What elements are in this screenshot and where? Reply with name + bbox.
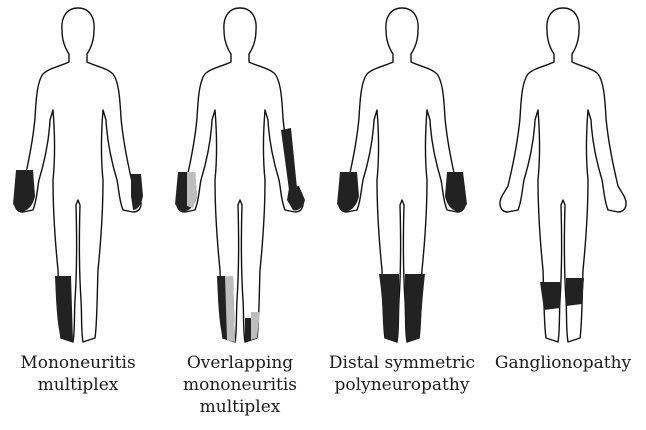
left-leg-affected bbox=[540, 282, 560, 310]
caption-3: Distal symmetric polyneuropathy bbox=[317, 352, 487, 396]
body-silhouette bbox=[15, 8, 141, 342]
left-leg-affected bbox=[379, 274, 399, 342]
body-figure-1 bbox=[3, 0, 153, 350]
right-leg-affected bbox=[405, 274, 425, 342]
caption-line: Ganglionopathy bbox=[478, 352, 646, 374]
caption-line: Overlapping bbox=[155, 352, 325, 374]
caption-line: Mononeuritis bbox=[0, 352, 163, 374]
body-figure-3 bbox=[327, 0, 477, 350]
body-silhouette bbox=[177, 8, 303, 342]
left-leg-affected bbox=[55, 276, 73, 342]
figure-overlapping-mononeuritis-multiplex: Overlapping mononeuritis multiplex bbox=[165, 0, 315, 430]
figure-ganglionopathy: Ganglionopathy bbox=[488, 0, 638, 430]
caption-line: polyneuropathy bbox=[317, 374, 487, 396]
body-silhouette bbox=[339, 8, 465, 342]
caption-1: Mononeuritis multiplex bbox=[0, 352, 163, 396]
caption-line: Distal symmetric bbox=[317, 352, 487, 374]
right-leg-affected bbox=[566, 278, 584, 306]
body-silhouette bbox=[500, 8, 626, 342]
body-figure-2 bbox=[165, 0, 315, 350]
caption-line: multiplex bbox=[155, 396, 325, 418]
figure-mononeuritis-multiplex: Mononeuritis multiplex bbox=[3, 0, 153, 430]
caption-4: Ganglionopathy bbox=[478, 352, 646, 374]
figure-distal-symmetric-polyneuropathy: Distal symmetric polyneuropathy bbox=[327, 0, 477, 430]
caption-line: multiplex bbox=[0, 374, 163, 396]
body-figure-4 bbox=[488, 0, 638, 350]
caption-line: mononeuritis bbox=[155, 374, 325, 396]
caption-2: Overlapping mononeuritis multiplex bbox=[155, 352, 325, 418]
